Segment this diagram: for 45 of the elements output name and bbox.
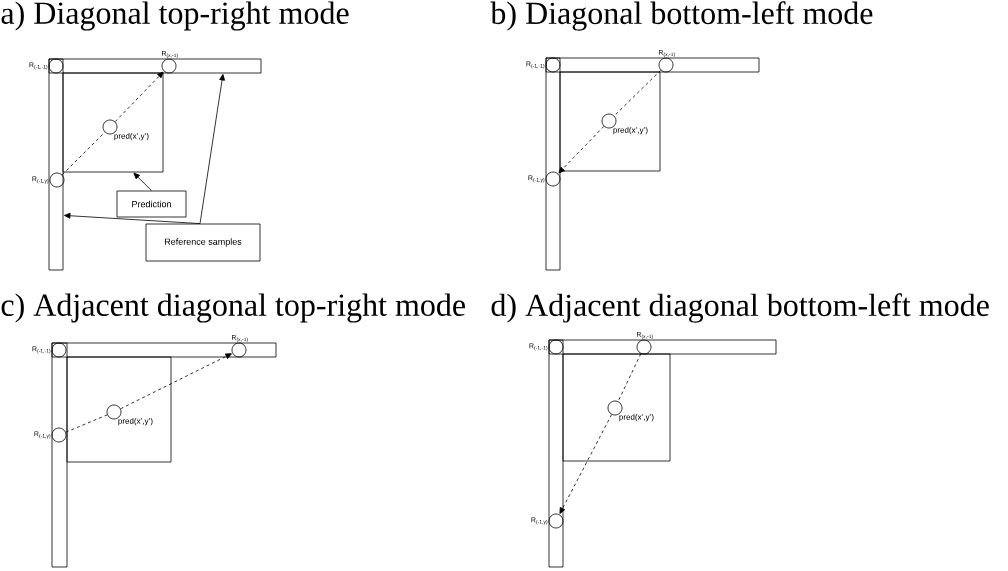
dashed-arrow: [558, 125, 605, 174]
sample-circle: [231, 342, 247, 358]
sample-circle: [636, 339, 652, 355]
sample-circle: [161, 58, 177, 74]
sample-bar: [48, 58, 64, 271]
panel-title: b) Diagonal bottom-left mode: [490, 1, 873, 31]
sample-circle: [548, 339, 564, 355]
sample-circle: [49, 172, 65, 188]
dashed-arrow: [114, 71, 164, 123]
pixel-circle: [102, 119, 118, 135]
dashed-arrow: [120, 353, 232, 410]
sample-circle: [658, 57, 674, 73]
prediction-block: [66, 356, 172, 463]
pixel-circle: [601, 113, 617, 129]
arrow: [199, 74, 225, 224]
sample-circle: [51, 427, 67, 443]
sample-circle: [548, 513, 564, 529]
sample-bar: [545, 57, 760, 73]
pixel-label: pred(x’,y’): [118, 417, 153, 426]
arrow: [64, 212, 201, 224]
panel-title: d) Adjacent diagonal bottom-left mode: [491, 293, 989, 323]
sample-bar: [548, 339, 564, 568]
pixel-label: pred(x’,y’): [613, 126, 648, 135]
sample-circle: [48, 58, 64, 74]
sample-bar: [548, 339, 777, 355]
sample-circle: [545, 57, 561, 73]
panel-title: a) Diagonal top-right mode: [1, 1, 349, 31]
sample-circle: [51, 342, 67, 358]
sample-bar: [545, 57, 561, 271]
pixel-circle: [106, 404, 122, 420]
pixel-label: pred(x’,y’): [114, 132, 149, 141]
pixel-circle: [607, 400, 623, 416]
sample-bar: [51, 342, 68, 568]
sample-bar: [48, 58, 262, 74]
label-box: Prediction: [116, 190, 187, 218]
prediction-block: [562, 353, 671, 462]
dashed-arrow: [559, 414, 612, 514]
label-box: Reference samples: [145, 223, 261, 262]
pixel-label: pred(x’,y’): [619, 413, 654, 422]
prediction-block: [62, 72, 164, 173]
panel-title: c) Adjacent diagonal top-right mode: [1, 293, 465, 323]
sample-bar: [51, 342, 277, 358]
sample-circle: [545, 171, 561, 187]
prediction-block: [559, 71, 661, 172]
arrow: [133, 172, 152, 191]
